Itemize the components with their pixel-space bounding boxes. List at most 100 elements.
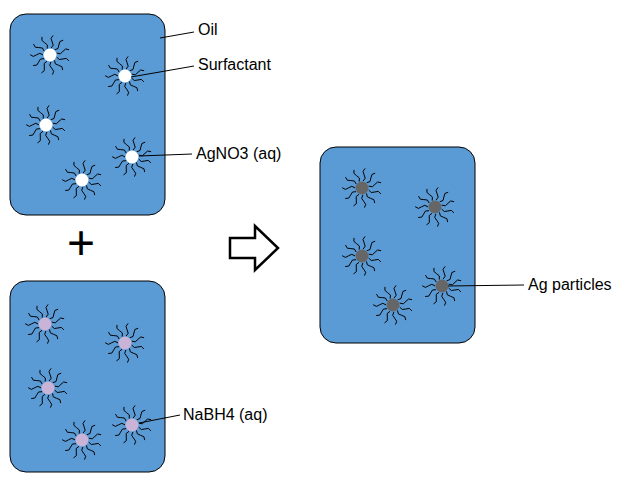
micelle-core [387, 299, 400, 312]
surfactant-tail [363, 168, 365, 181]
surfactant-tail [130, 348, 138, 358]
surfactant-tail [126, 56, 128, 69]
surfactant-tail [62, 438, 75, 441]
surfactant-tail [447, 271, 456, 281]
surfactant-tail [51, 130, 59, 140]
surfactant-tail [83, 160, 85, 173]
surfactant-tail [376, 309, 387, 316]
surfactant-tail [50, 309, 59, 319]
surfactant-tail [52, 326, 64, 330]
surfactant-tail [436, 187, 438, 200]
surfactant-tail [126, 323, 128, 336]
micelle-core [39, 318, 52, 331]
surfactant-tail [117, 82, 123, 94]
surfactant-tail [137, 142, 146, 152]
surfactant-tail [89, 182, 101, 186]
micelle-core [429, 201, 442, 214]
micelle-core [126, 419, 139, 432]
surfactant-tail [130, 61, 139, 71]
micelle-core [44, 49, 57, 62]
surfactant-tail [400, 299, 412, 304]
leader-line [131, 66, 194, 77]
component-label: Surfactant [198, 55, 271, 74]
surfactant-tail [74, 186, 80, 198]
surfactant-tail [369, 258, 381, 262]
surfactant-tail [400, 307, 412, 311]
surfactant-tail [30, 53, 43, 56]
surfactant-tail [139, 427, 151, 431]
surfactant-tail [369, 182, 381, 187]
micelle-core [40, 119, 53, 132]
surfactant-tail [367, 193, 375, 203]
surfactant-tail [385, 311, 391, 323]
surfactant-tail [133, 405, 135, 418]
component-label: Oil [198, 20, 218, 39]
surfactant-tail [132, 164, 136, 177]
surfactant-tail [422, 284, 435, 287]
surfactant-tail [345, 192, 356, 199]
surfactant-tail [117, 325, 123, 337]
surfactant-tail [89, 174, 101, 179]
surfactant-tail [354, 238, 360, 250]
leader-line [448, 285, 524, 286]
surfactant-tail [125, 350, 129, 363]
surfactant-tail [346, 245, 357, 252]
surfactant-tail [53, 393, 61, 403]
surfactant-tail [74, 162, 80, 174]
surfactant-tail [369, 250, 381, 255]
surfactant-tail [398, 310, 406, 320]
surfactant-tail [116, 146, 127, 153]
surfactant-tail [62, 178, 75, 181]
surfactant-tail [442, 201, 454, 206]
surfactant-tail [440, 212, 448, 222]
surfactant-tail [377, 294, 388, 301]
surfactant-tail [66, 169, 77, 176]
surfactant-tail [132, 337, 144, 342]
surfactant-tail [40, 370, 46, 382]
surfactant-tail [30, 114, 41, 121]
surfactant-tail [354, 170, 360, 182]
surfactant-tail [108, 80, 119, 87]
surfactant-tail [112, 423, 125, 426]
micelle-core [356, 250, 369, 263]
surfactant-tail [130, 328, 139, 338]
micelle-core [76, 174, 89, 187]
surfactant-tail [42, 37, 48, 49]
surfactant-tail [51, 35, 53, 48]
micelle-core [119, 337, 132, 350]
surfactant-tail [29, 129, 40, 136]
leader-line [139, 415, 180, 423]
surfactant-tail [47, 105, 49, 118]
surfactant-tail [139, 159, 151, 163]
surfactant-tail [116, 414, 127, 421]
surfactant-tail [367, 173, 376, 183]
surfactant-tail [139, 151, 151, 156]
surfactant-tail [137, 430, 145, 440]
surfactant-tail [130, 81, 138, 91]
surfactant-tail [37, 330, 43, 342]
component-label: Ag particles [528, 275, 612, 294]
surfactant-tail [363, 236, 365, 249]
surfactant-tail [109, 65, 120, 72]
surfactant-tail [82, 447, 86, 460]
surfactant-tail [434, 292, 440, 304]
surfactant-tail [49, 368, 51, 381]
surfactant-tail [29, 313, 40, 320]
oil-container [10, 281, 165, 472]
surfactant-tail [87, 185, 95, 195]
surfactant-tail [442, 293, 446, 306]
surfactant-tail [124, 431, 130, 443]
surfactant-tail [50, 329, 58, 339]
surfactant-tail [447, 291, 455, 301]
surfactant-tail [66, 429, 77, 436]
surfactant-tail [125, 83, 129, 96]
surfactant-tail [38, 107, 44, 119]
surfactant-tail [115, 429, 126, 436]
surfactant-tail [354, 194, 360, 206]
surfactant-tail [418, 211, 429, 218]
surfactant-tail [40, 394, 46, 406]
surfactant-tail [32, 377, 43, 384]
surfactant-tail [74, 446, 80, 458]
surfactant-tail [434, 268, 440, 280]
surfactant-tail [415, 205, 428, 208]
